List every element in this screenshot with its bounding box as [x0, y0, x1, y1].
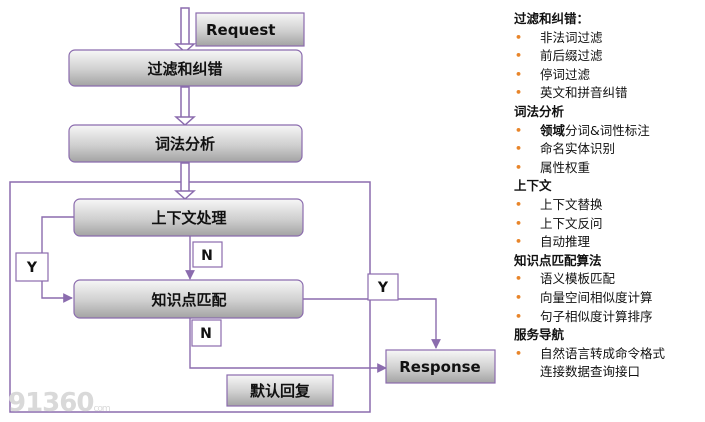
section-item: • 上下文反问: [514, 215, 702, 234]
y-left-badge: Y: [15, 252, 49, 282]
knowledge-label: 知识点匹配: [151, 291, 226, 309]
bullet-icon: •: [515, 197, 523, 211]
section-item: • 英文和拼音纠错: [514, 84, 702, 103]
bullet-icon: •: [515, 67, 523, 81]
section-title: 知识点匹配算法: [514, 252, 602, 268]
section-item: • 领域分词&词性标注: [514, 122, 702, 141]
bullet-icon: •: [515, 309, 523, 323]
bullet-icon: •: [515, 216, 523, 230]
response-node: Response: [385, 349, 496, 384]
section-title: 服务导航: [514, 327, 565, 343]
arrow-filter-to-lexical: [174, 86, 196, 127]
lexical-node: 词法分析: [68, 124, 303, 163]
filter-label: 过滤和纠错: [147, 60, 222, 78]
bullet-icon: •: [515, 30, 523, 44]
section-title: 过滤和纠错：: [514, 11, 590, 26]
arrow-lexical-to-context: [174, 162, 196, 201]
item-text: 上下文替换: [540, 196, 603, 212]
lexical-label: 词法分析: [155, 135, 215, 153]
item-text: 上下文反问: [540, 215, 603, 231]
filter-node: 过滤和纠错: [68, 49, 303, 87]
bullet-icon: •: [515, 272, 523, 286]
bullet-icon: •: [515, 160, 523, 174]
item-text: 向量空间相似度计算: [540, 289, 653, 305]
bullet-icon: •: [515, 142, 523, 156]
section-item: • 命名实体识别: [514, 140, 702, 159]
item-text: 语义模板匹配: [540, 271, 616, 287]
default-reply-node: 默认回复: [226, 374, 334, 407]
item-text: 英文和拼音纠错: [540, 85, 628, 101]
section-item-continuation: 连接数据查询接口: [540, 364, 641, 380]
bullet-icon: •: [515, 290, 523, 304]
section-item: • 非法词过滤: [514, 29, 702, 48]
section-item: • 向量空间相似度计算: [514, 289, 702, 308]
watermark-logo: 91360com: [8, 388, 111, 418]
n-lower-label: N: [200, 326, 212, 342]
watermark-suffix: com: [93, 404, 110, 414]
section-item: • 属性权重: [514, 159, 702, 178]
default-reply-label: 默认回复: [250, 382, 311, 400]
item-text: 非法词过滤: [540, 29, 603, 45]
section-item: • 停词过滤: [514, 66, 702, 85]
section-title: 词法分析: [514, 103, 565, 119]
item-text: 句子相似度计算排序: [540, 308, 653, 324]
section-item: • 句子相似度计算排序: [514, 308, 702, 327]
y-right-label: Y: [377, 280, 389, 296]
bullet-icon: •: [515, 123, 523, 137]
bullet-icon: •: [515, 346, 523, 360]
bullet-icon: •: [515, 86, 523, 100]
feature-list-panel: 过滤和纠错： • 非法词过滤 • 前后缀过滤 • 停词过滤 • 英文和拼音纠错词法分析 • 领域分词…: [514, 10, 702, 382]
section-item: • 自然语言转成命令格式: [514, 345, 702, 364]
y-right-badge: Y: [367, 273, 399, 301]
context-label: 上下文处理: [151, 209, 226, 227]
n-lower-badge: N: [191, 319, 222, 347]
section-item: • 上下文替换: [514, 196, 702, 215]
n-upper-badge: N: [192, 241, 223, 268]
item-text: 停词过滤: [540, 66, 591, 82]
section-title: 上下文: [514, 178, 552, 194]
context-node: 上下文处理: [73, 198, 304, 237]
bullet-icon: •: [515, 49, 523, 63]
bullet-icon: •: [515, 235, 523, 249]
item-text: 前后缀过滤: [540, 48, 603, 64]
n-upper-label: N: [201, 248, 213, 264]
section-item: • 语义模板匹配: [514, 270, 702, 289]
item-text: 属性权重: [540, 159, 591, 175]
response-label: Response: [399, 358, 480, 376]
item-text: 命名实体识别: [540, 141, 616, 157]
y-left-label: Y: [26, 260, 38, 276]
item-text: 自动推理: [540, 234, 591, 250]
section-item: • 自动推理: [514, 233, 702, 252]
section-item: • 前后缀过滤: [514, 47, 702, 66]
watermark-text: 91360: [8, 388, 94, 418]
request-node: Request: [195, 12, 305, 47]
arrow-knowledge-no-to-response: [189, 318, 387, 373]
knowledge-node: 知识点匹配: [73, 279, 304, 319]
arrow-request-to-filter: [174, 7, 196, 54]
item-emphasis: 领域: [540, 122, 566, 138]
request-label: Request: [206, 21, 275, 39]
item-text: 自然语言转成命令格式: [540, 345, 666, 361]
arrow-knowledge-yes-to-response: [303, 298, 441, 349]
item-text: 分词&词性标注: [565, 122, 650, 138]
